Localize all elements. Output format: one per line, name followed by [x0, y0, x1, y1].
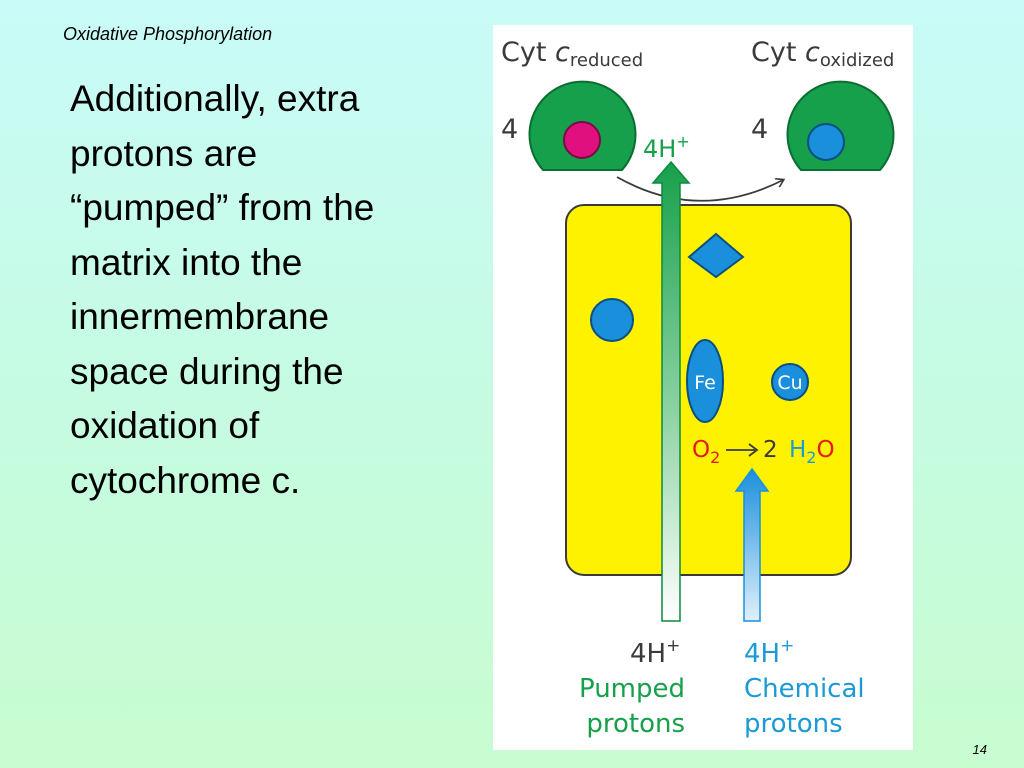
cyt-oxidized-count: 4 — [751, 114, 768, 145]
body-line: oxidation of — [70, 405, 260, 446]
cyt-c-oxidized-protein — [786, 80, 895, 171]
chemical-label-line1: Chemical — [744, 674, 865, 704]
chemical-proton-count: 4H+ — [744, 636, 794, 669]
body-line: matrix into the — [70, 241, 303, 283]
body-line: innermembrane — [70, 296, 330, 337]
reduced-heme-icon — [563, 121, 601, 159]
body-line: space during the — [70, 350, 344, 392]
heme-a-icon — [590, 298, 634, 342]
reaction-arrow-head — [748, 443, 759, 457]
fe-label: Fe — [694, 372, 716, 394]
body-line: protons are — [70, 132, 258, 174]
pumped-label-line2: protons — [586, 709, 685, 739]
pumped-label-line1: Pumped — [579, 674, 685, 704]
body-line: Additionally, extra — [70, 78, 360, 119]
water-label: H2O — [789, 437, 835, 467]
top-proton-label: 4H+ — [643, 132, 690, 163]
body-line: “pumped” from the — [70, 187, 375, 228]
pumped-proton-arrow — [651, 160, 691, 622]
chemical-proton-arrow — [734, 467, 770, 622]
slide-title: Oxidative Phosphorylation — [63, 24, 273, 44]
oxidized-heme-icon — [807, 123, 845, 161]
diagram-canvas: Cyt creduced Cyt coxidized 4 4 4H+ Fe Cu… — [501, 37, 895, 739]
cu-label: Cu — [777, 372, 802, 394]
body-line: cytochrome c. — [70, 459, 301, 501]
water-coefficient: 2 — [763, 437, 778, 463]
cu-b-center-icon — [771, 363, 809, 401]
electron-transfer-arrow — [616, 176, 783, 202]
cytochrome-oxidase-diagram: Cyt creduced Cyt coxidized 4 4 4H+ Fe Cu… — [493, 25, 913, 750]
oxygen-label: O2 — [692, 437, 720, 467]
pumped-proton-count: 4H+ — [630, 636, 680, 669]
cyt-oxidized-label: Cyt coxidized — [751, 37, 894, 71]
page-number: 14 — [972, 742, 987, 757]
body-text: Additionally, extra protons are “pumped”… — [70, 72, 470, 508]
chemical-label-line2: protons — [744, 709, 843, 739]
fe-center-icon — [686, 339, 724, 423]
cu-a-center-icon — [687, 232, 745, 279]
cyt-reduced-count: 4 — [501, 114, 518, 145]
cyt-reduced-label: Cyt creduced — [501, 37, 643, 71]
